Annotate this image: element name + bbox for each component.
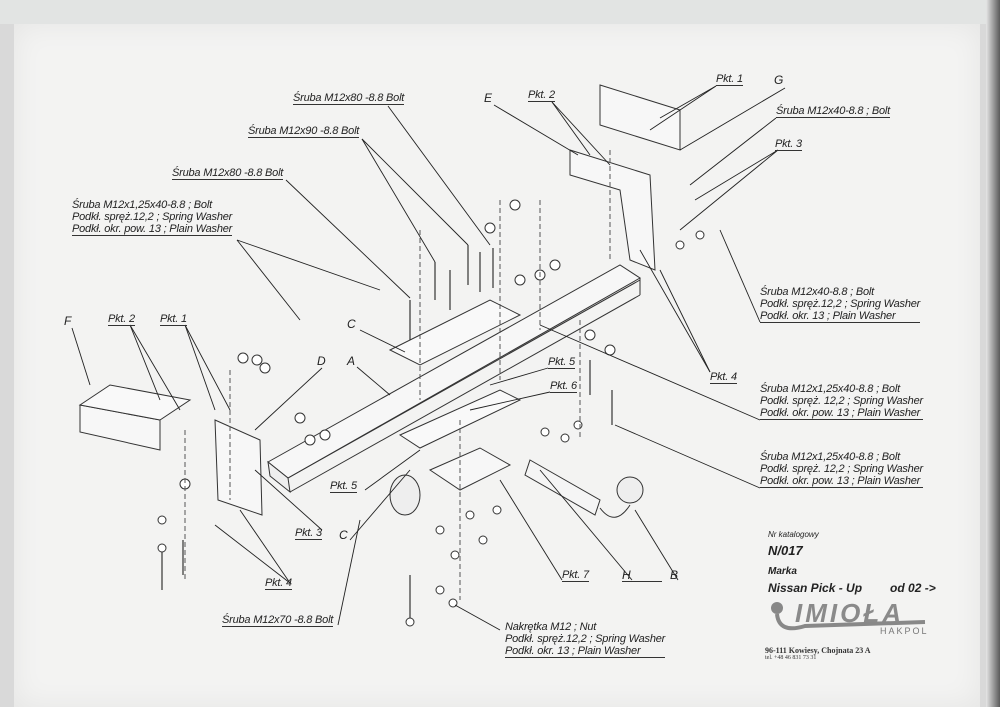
label-pkt1-left: Pkt. 1: [160, 313, 187, 326]
label-line: Podkł. okr. pow. 13 ; Plain Washer: [72, 223, 233, 236]
label-bolt-m12x80-top: Śruba M12x80 -8.8 Bolt: [293, 92, 405, 105]
label-pkt2-top: Pkt. 2: [528, 89, 555, 102]
label-bolt-m12x40: Śruba M12x40-8.8 ; Bolt: [776, 105, 891, 118]
assembly-dash-lines: [184, 150, 611, 600]
label-pkt5-low: Pkt. 5: [330, 480, 357, 493]
catalog-info: Nr katalogowy N/017 Marka Nissan Pick - …: [768, 530, 936, 595]
label-pkt6: Pkt. 6: [550, 380, 577, 393]
plate-c-low: [398, 389, 522, 449]
ball-mount: [389, 447, 644, 518]
label-line: Śruba M12x40-8.8 ; Bolt: [760, 286, 875, 298]
label-right-block-2: Śruba M12x1,25x40-8.8 ; Bolt Podkł. sprę…: [760, 383, 923, 420]
model-year: od 02 ->: [890, 581, 936, 595]
label-bolt-m12x80-mid: Śruba M12x80 -8.8 Bolt: [172, 167, 284, 180]
label-c-top: C: [347, 317, 356, 331]
label-pkt4-low: Pkt. 4: [265, 577, 292, 590]
towball-logo-icon: [771, 602, 926, 631]
phone-line: tel. +48 46 831 73 31: [765, 655, 817, 661]
catalog-number: N/017: [768, 543, 803, 558]
label-e: E: [484, 91, 492, 105]
label-line: Nakrętka M12 ; Nut: [505, 621, 597, 633]
label-f: F: [64, 314, 72, 328]
label-g: G: [774, 73, 784, 87]
company-logo: IMIOŁA HAKPOL: [765, 598, 935, 638]
logo-text: IMIOŁA: [795, 598, 904, 628]
label-line: Śruba M12x1,25x40-8.8 ; Bolt: [760, 451, 900, 463]
label-pkt5-mid: Pkt. 5: [548, 356, 575, 369]
label-b: B: [670, 568, 678, 582]
label-line: Podkł. okr. pow. 13 ; Plain Washer: [760, 407, 923, 420]
label-bolt-m12x90: Śruba M12x90 -8.8 Bolt: [248, 125, 360, 138]
label-line: Podkł. spręż. 12,2 ; Spring Washer: [760, 395, 923, 407]
leader-lines: [71, 85, 786, 631]
model-name: Nissan Pick - Up: [768, 581, 863, 595]
label-line: Podkł. okr. pow. 13 ; Plain Washer: [760, 475, 923, 488]
company-address: 96-111 Kowiesy, Chojnata 23 A tel. +48 4…: [765, 646, 871, 661]
address-line: 96-111 Kowiesy, Chojnata 23 A: [765, 646, 871, 655]
label-left-bolt-washers: Śruba M12x1,25x40-8.8 ; Bolt Podkł. sprę…: [72, 199, 232, 236]
label-right-block-1: Śruba M12x40-8.8 ; Bolt Podkł. spręż.12,…: [760, 286, 920, 323]
right-bracket: [569, 84, 681, 271]
main-crossbar: [267, 264, 641, 494]
label-line: Podkł. spręż.12,2 ; Spring Washer: [760, 298, 921, 310]
label-line: Podkł. okr. 13 ; Plain Washer: [505, 645, 666, 658]
scan-right-edge: [986, 0, 1000, 707]
label-pkt2-left: Pkt. 2: [108, 313, 135, 326]
catalog-number-label: Nr katalogowy: [768, 530, 819, 539]
label-line: Podkł. spręż.12,2 ; Spring Washer: [72, 211, 233, 223]
label-nut-washers: Nakrętka M12 ; Nut Podkł. spręż.12,2 ; S…: [505, 621, 665, 658]
vehicle-model: Nissan Pick - Up od 02 ->: [768, 581, 936, 595]
washers: [157, 199, 705, 627]
brand-label: Marka: [768, 566, 797, 577]
label-pkt3-low: Pkt. 3: [295, 527, 322, 540]
label-h: H: [622, 569, 662, 582]
label-line: Podkł. okr. 13 ; Plain Washer: [760, 310, 921, 323]
label-pkt4-right: Pkt. 4: [710, 371, 737, 384]
bolts: [161, 245, 613, 620]
logo-subtext: HAKPOL: [880, 626, 929, 636]
plate-c-top: [388, 299, 522, 366]
label-bolt-m12x70: Śruba M12x70 -8.8 Bolt: [222, 614, 334, 627]
scan-top-band: [0, 0, 1000, 24]
label-pkt1-top: Pkt. 1: [716, 73, 743, 86]
label-a: A: [347, 354, 355, 368]
label-line: Podkł. spręż. 12,2 ; Spring Washer: [760, 463, 923, 475]
label-d: D: [317, 354, 326, 368]
label-pkt3-top: Pkt. 3: [775, 138, 802, 151]
label-line: Śruba M12x1,25x40-8.8 ; Bolt: [760, 383, 900, 395]
label-c-low: C: [339, 528, 348, 542]
label-line: Śruba M12x1,25x40-8.8 ; Bolt: [72, 199, 212, 211]
paper-sheet: [14, 24, 980, 707]
label-right-block-3: Śruba M12x1,25x40-8.8 ; Bolt Podkł. sprę…: [760, 451, 923, 488]
label-line: Podkł. spręż.12,2 ; Spring Washer: [505, 633, 666, 645]
label-pkt7: Pkt. 7: [562, 569, 589, 582]
left-bracket: [78, 384, 263, 516]
